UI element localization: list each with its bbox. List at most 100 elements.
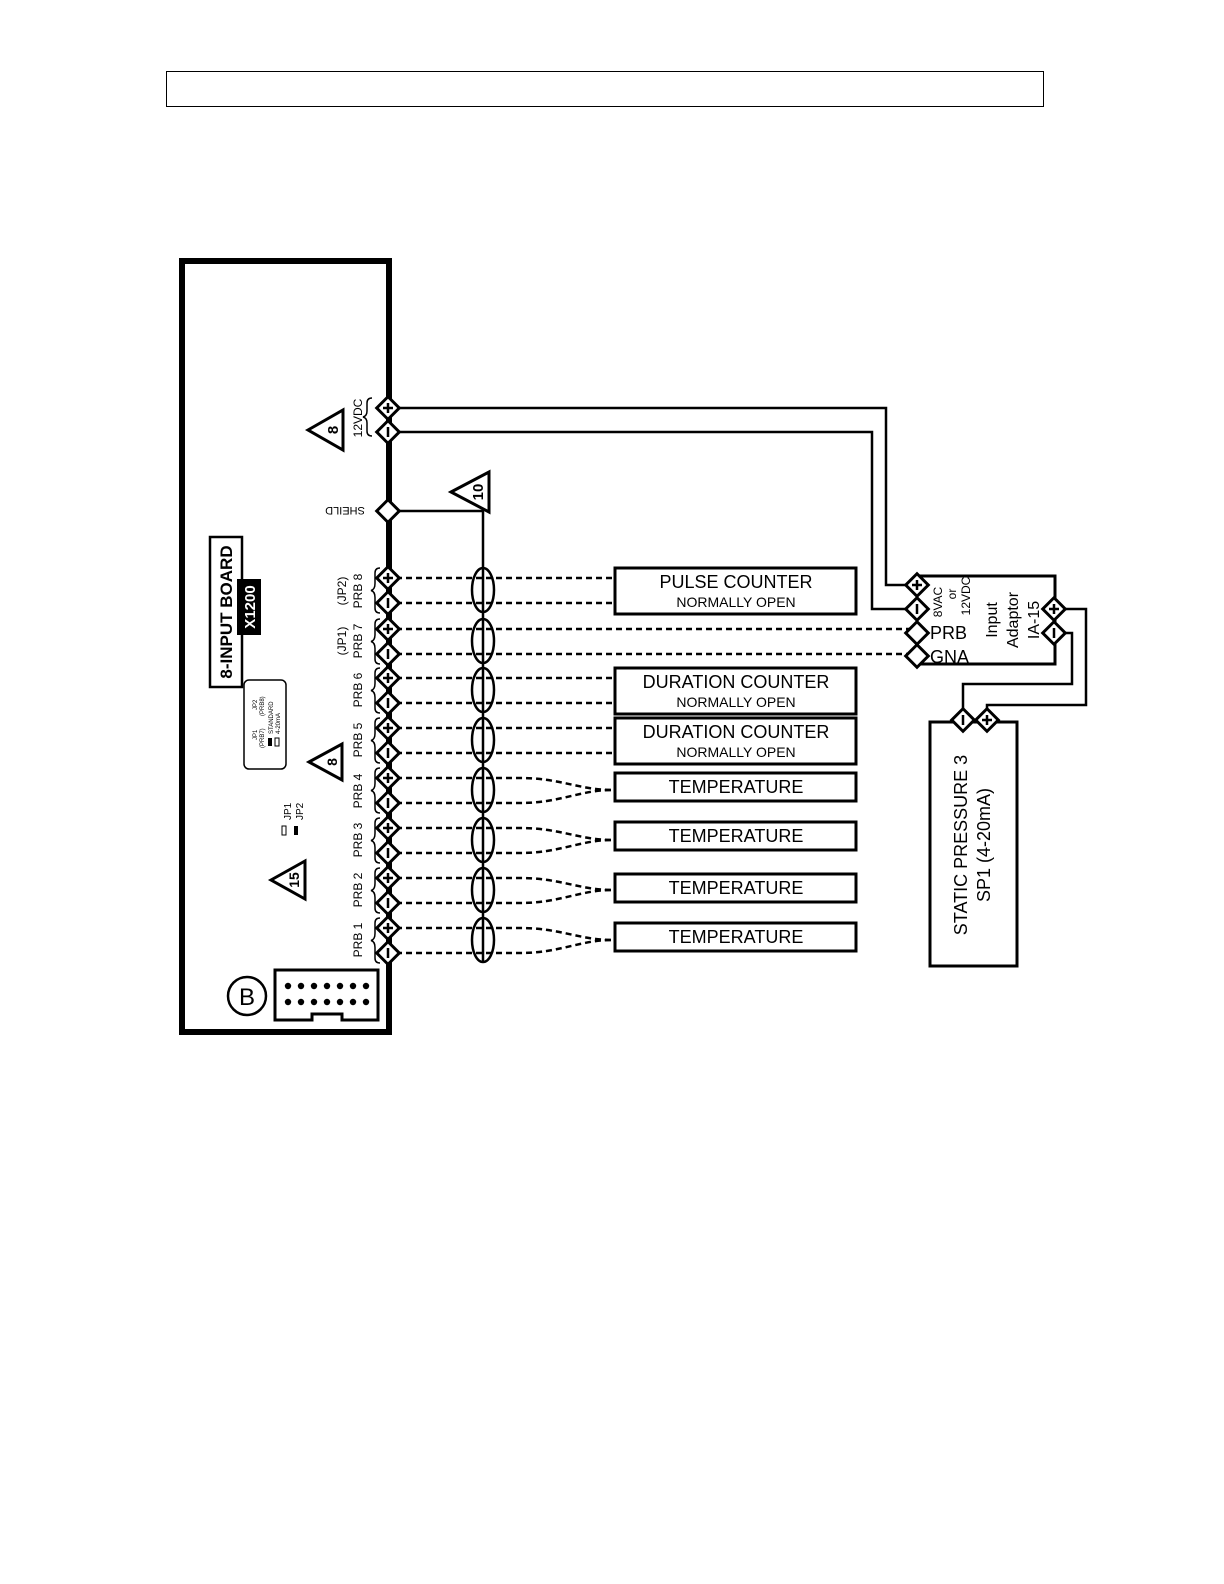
terminal-brace [370,767,381,814]
sensor-line2: SP1 (4-20mA) [974,788,994,902]
device-temp3-label: TEMPERATURE [669,826,804,846]
ribbon-connector [273,968,380,1022]
jumper-ma-icon [274,737,280,747]
terminal-minus [375,740,401,766]
signal-wire [396,826,613,842]
connector-pins [284,982,370,1006]
cable-oval [470,816,496,864]
adaptor-name-ia15: IA-15 [1026,601,1043,639]
label-jp2: (JP2) [335,577,349,606]
terminal-minus [375,790,401,816]
board-b-badge [226,975,268,1017]
connector-pin [349,998,357,1006]
model-badge [237,579,261,635]
legend-jp1-sub: (PRB7) [260,728,266,748]
svg-text:8: 8 [324,758,340,766]
cable-oval [470,866,496,914]
connector-pin [349,982,357,990]
static-pressure-sensor-box [928,720,1019,968]
device-duration-counter-6 [613,666,858,716]
terminal-brace [370,567,381,614]
terminal-brace [370,667,381,714]
device-duration-counter-5 [613,716,858,766]
connector-pin [336,982,344,990]
connector-pin [284,998,292,1006]
board-title: 8-INPUT BOARD [217,545,236,678]
connector-pin [310,998,318,1006]
adaptor-power-8vac: 8VAC [931,586,945,617]
adaptor-name-input: Input [984,602,1001,638]
signal-wire [396,938,613,955]
device-temp2-label: TEMPERATURE [669,878,804,898]
label-prb1: PRB 1 [351,922,365,957]
adaptor-prb-label: PRB [930,623,967,643]
device-duration5-title: DURATION COUNTER [643,722,830,742]
terminal-minus [375,690,401,716]
label-12vdc: 12VDC [351,398,365,437]
adaptor-power-or: or [945,589,959,600]
board-b-label: B [239,984,255,1011]
warning-triangle-8-mid: 8 [305,741,344,783]
device-temp1-label: TEMPERATURE [669,927,804,947]
legend-standard: STANDARD [269,701,275,734]
terminal-minus [375,890,401,916]
jumper-legend-box [243,679,287,770]
svg-text:10: 10 [470,484,487,501]
cable-oval [470,666,496,714]
label-prb2: PRB 2 [351,872,365,907]
cable-oval [470,617,496,665]
device-pulse-counter [613,566,858,616]
svg-text:8: 8 [325,426,342,434]
wire-power-minus [396,430,910,611]
cable-oval [470,716,496,764]
adaptor-gna-label: GNA [930,647,969,667]
cable-oval [470,916,496,964]
connector-pin [310,982,318,990]
warning-triangle-15: 15 [267,858,307,902]
signal-wire [396,876,613,892]
jumper-jp2-icon [294,826,298,835]
legend-jp2-sub: (PRB8) [260,696,266,716]
terminal-brace [370,867,381,914]
legend-jp1: JP1 [253,729,259,740]
terminal-plus [375,715,401,741]
adaptor-power-12vdc: 12VDC [959,576,973,615]
signal-wire [396,838,613,855]
jumper-legend: JP1 (PRB7) JP2 (PRB8) STANDARD 4-20mA [253,696,282,748]
signal-wire [396,776,613,792]
terminal-shield [375,498,401,524]
terminal-minus [375,940,401,966]
connector-pin [297,998,305,1006]
label-prb5: PRB 5 [351,722,365,757]
cable-oval [470,766,496,814]
device-temperature-4 [613,771,858,803]
brace-12vdc [362,397,373,437]
terminal-minus [375,590,401,616]
terminal-12vdc-plus [375,395,401,421]
label-prb8: PRB 8 [351,573,365,608]
sensor-line1: STATIC PRESSURE 3 [951,755,971,935]
label-jp1: (JP1) [335,627,349,656]
label-prb7: PRB 7 [351,623,365,658]
jumper-jp1-label: JP1 [283,802,294,820]
device-temperature-3 [613,820,858,852]
terminal-plus [375,765,401,791]
terminal-brace [370,717,381,764]
connector-pin [284,982,292,990]
signal-wire [396,888,613,905]
signal-wires [396,576,910,955]
device-temp4-label: TEMPERATURE [669,777,804,797]
connector-pin [323,998,331,1006]
signal-wire [396,788,613,805]
label-prb4: PRB 4 [351,773,365,808]
legend-ma: 4-20mA [276,713,282,734]
wire-power-plus [396,406,910,587]
terminal-12vdc-minus [375,419,401,445]
terminal-minus [375,840,401,866]
warning-triangle-10: 10 [447,469,491,515]
label-shield: SHEILD [325,504,365,516]
terminal-braces [370,567,381,964]
board-model: X1200 [242,585,259,628]
device-duration6-title: DURATION COUNTER [643,672,830,692]
signal-wire [396,926,613,942]
